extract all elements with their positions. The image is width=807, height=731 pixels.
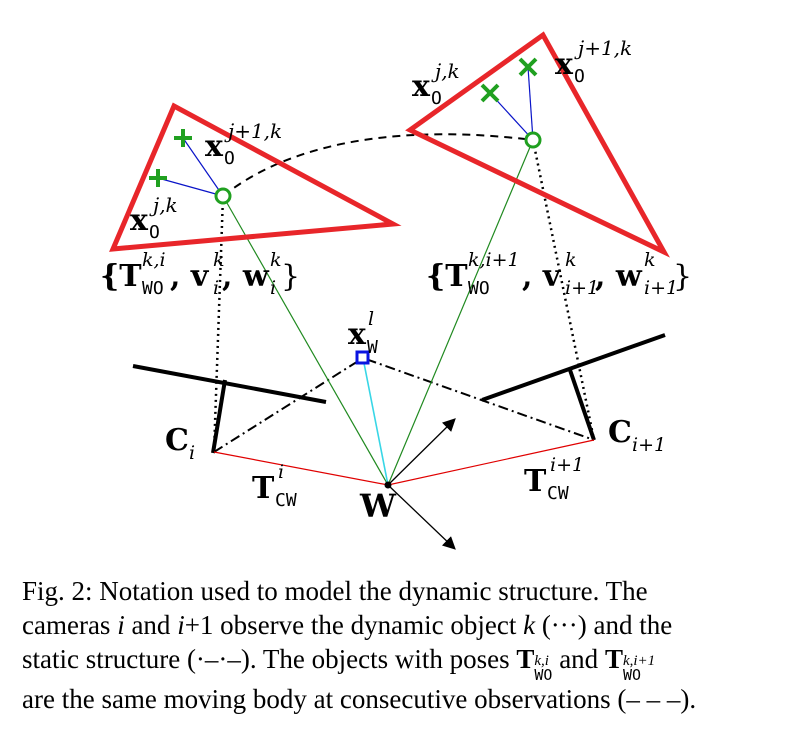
label-x0-jk-left: x O j,k (130, 193, 178, 243)
svg-text:k: k (270, 249, 282, 271)
svg-text:k: k (644, 249, 656, 271)
svg-text:i: i (278, 461, 284, 483)
caption-line-3: static structure (·–·–). The objects wit… (22, 644, 656, 684)
label-transform-left: T i CW (252, 461, 297, 511)
label-camera-right: C i+1 (608, 415, 666, 456)
caption-line-4: are the same moving body at consecutive … (22, 684, 697, 714)
ray-world-object-left (222, 195, 389, 486)
cross-marker-icon (480, 83, 500, 103)
world-origin (384, 481, 392, 489)
svg-text:k: k (565, 249, 577, 271)
svg-text:i+1: i+1 (632, 434, 666, 456)
label-camera-left: C i (165, 423, 195, 464)
svg-text:i+1: i+1 (565, 277, 599, 299)
object-triangle-left (109, 102, 402, 252)
svg-text:j+1,k: j+1,k (574, 36, 632, 60)
svg-text:}: } (281, 259, 300, 294)
svg-text:x: x (130, 203, 149, 238)
svg-text:WO: WO (468, 278, 490, 299)
svg-text:O: O (574, 66, 585, 87)
object-center-right-icon (524, 131, 542, 149)
object-center-left-icon (214, 187, 232, 205)
svg-text:, v: , v (170, 259, 210, 294)
camera-axis-left (211, 379, 227, 454)
svg-text:k,i+1: k,i+1 (468, 249, 520, 271)
svg-text:x: x (555, 47, 574, 82)
plus-marker-icon (149, 169, 167, 187)
image-plane-left (132, 364, 327, 404)
ray-world-object-right (387, 139, 534, 486)
notation-diagram: x O j+1,k x O j,k x O j,k x O j+1,k {T k… (100, 31, 692, 550)
svg-text:O: O (149, 222, 160, 243)
figure-caption: Fig. 2: Notation used to model the dynam… (22, 574, 792, 716)
svg-text:, w: , w (595, 259, 643, 294)
svg-text:i+1: i+1 (644, 277, 678, 299)
caption-line-1: Fig. 2: Notation used to model the dynam… (22, 576, 648, 606)
svg-text:x: x (348, 317, 367, 352)
static-point-icon (355, 350, 370, 365)
svg-text:i: i (270, 277, 276, 299)
svg-text:j,k: j,k (431, 59, 460, 83)
svg-text:T: T (524, 464, 547, 499)
label-world: W (359, 487, 397, 525)
world-axis-down (387, 484, 456, 550)
image-plane-right (481, 333, 666, 402)
svg-text:O: O (224, 148, 235, 169)
object-triangle-right (405, 31, 671, 258)
world-axis-up (387, 418, 456, 486)
label-transform-right: T i+1 CW (524, 454, 584, 504)
svg-text:l: l (368, 308, 374, 330)
label-x0-jk-right: x O j,k (412, 59, 460, 109)
svg-text:CW: CW (547, 483, 569, 504)
svg-text:k: k (213, 249, 225, 271)
svg-text:, w: , w (222, 259, 270, 294)
label-x0-j1k-left: x O j+1,k (205, 119, 282, 169)
blue-ray-left-2 (157, 177, 224, 197)
svg-text:C: C (608, 415, 632, 450)
svg-text:{T: {T (100, 259, 142, 294)
svg-text:T: T (252, 471, 275, 506)
svg-text:i: i (213, 277, 219, 299)
label-set-right: {T k,i+1 WO , v k i+1 , w k i+1 } (426, 249, 692, 299)
camera-axis-right (568, 369, 596, 441)
blue-ray-right-2 (527, 66, 534, 141)
svg-text:j+1,k: j+1,k (224, 119, 282, 143)
svg-text:x: x (205, 129, 224, 164)
label-set-left: {T k,i WO , v k i , w k i } (100, 249, 300, 299)
svg-text:x: x (412, 69, 431, 104)
ray-world-static-point (362, 357, 389, 486)
svg-text:j,k: j,k (149, 193, 178, 217)
blue-ray-left-1 (182, 137, 224, 197)
svg-text:O: O (431, 88, 442, 109)
label-xw: x l W (348, 308, 378, 358)
svg-text:WO: WO (142, 278, 164, 299)
svg-text:i+1: i+1 (550, 454, 584, 476)
svg-text:}: } (673, 259, 692, 294)
svg-text:CW: CW (275, 490, 297, 511)
svg-text:, v: , v (522, 259, 562, 294)
dashdot-static-rays (213, 356, 595, 453)
svg-text:C: C (165, 423, 189, 458)
svg-text:i: i (189, 442, 195, 464)
label-x0-j1k-right: x O j+1,k (555, 36, 632, 87)
svg-text:k,i: k,i (142, 249, 166, 271)
plus-marker-icon (174, 129, 192, 147)
svg-text:W: W (367, 337, 378, 358)
cross-marker-icon (518, 57, 538, 77)
caption-line-2: cameras i and i+1 observe the dynamic ob… (22, 610, 673, 640)
svg-text:{T: {T (426, 259, 468, 294)
